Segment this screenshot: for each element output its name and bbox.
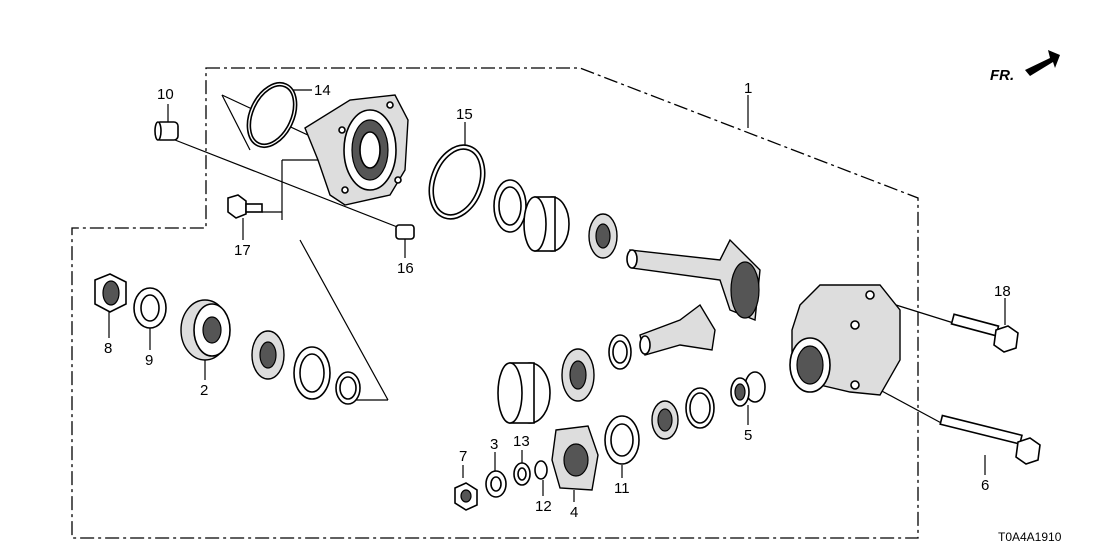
o-ring-15: [428, 144, 486, 220]
taper-bearing-left: [251, 330, 285, 380]
flange-bolt-6: [939, 414, 1041, 465]
callout-18: 18: [994, 283, 1011, 300]
callout-8: 8: [104, 340, 112, 357]
o-ring-left: [335, 371, 361, 405]
callout-4: 4: [570, 504, 578, 521]
callout-6: 6: [981, 477, 989, 494]
callout-17: 17: [234, 242, 251, 259]
callout-5: 5: [744, 427, 752, 444]
extension-cover: [304, 94, 409, 206]
transfer-housing: [789, 284, 901, 396]
o-ring-14: [246, 82, 298, 148]
callout-13: 13: [513, 433, 530, 450]
washer-3: [485, 470, 507, 498]
bearing-race-large: [497, 362, 551, 424]
callout-11: 11: [614, 480, 630, 497]
front-direction-arrow: FR.: [990, 50, 1060, 84]
snap-ring-12: [534, 460, 548, 480]
pinion-gear: [639, 303, 716, 356]
end-cover-4: [551, 425, 599, 491]
taper-bearing-mid: [561, 348, 595, 402]
callout-7: 7: [459, 448, 467, 465]
bearing-11: [604, 415, 640, 465]
callout-15: 15: [456, 106, 473, 123]
direction-label: FR.: [990, 67, 1014, 84]
seal-ring: [493, 179, 527, 233]
collar-5: [730, 371, 766, 407]
shim-mid: [608, 334, 632, 370]
lock-nut-7: [454, 482, 478, 511]
callout-16: 16: [397, 260, 414, 277]
dowel-pin-16: [395, 224, 415, 240]
callout-labels: 1 2 3 4 5 6 7 8 9 10 11 12 13 14 15 16 1…: [104, 80, 1011, 521]
callout-12: 12: [535, 498, 552, 515]
diagram-code: T0A4A1910: [998, 530, 1062, 544]
callout-14: 14: [314, 82, 331, 99]
assembly-boundary: [71, 67, 919, 539]
callout-10: 10: [157, 86, 174, 103]
pinion-shaft: [626, 238, 761, 321]
flange-bolt-17: [227, 194, 263, 219]
callout-3: 3: [490, 436, 498, 453]
callout-9: 9: [145, 352, 153, 369]
dowel-pin-10: [154, 121, 179, 141]
flange-bolt-18: [950, 313, 1019, 353]
washer-13: [513, 462, 531, 486]
seal-9: [133, 287, 167, 329]
callout-2: 2: [200, 382, 208, 399]
bearing-race-left: [293, 346, 331, 400]
bearing-outer-race: [523, 196, 570, 252]
driven-gear-2: [180, 299, 231, 361]
callout-1: 1: [744, 80, 752, 97]
taper-bearing: [588, 213, 618, 259]
lock-nut-8: [94, 273, 127, 313]
bearing-lower: [651, 400, 679, 440]
bearing-lower-right: [685, 387, 715, 429]
